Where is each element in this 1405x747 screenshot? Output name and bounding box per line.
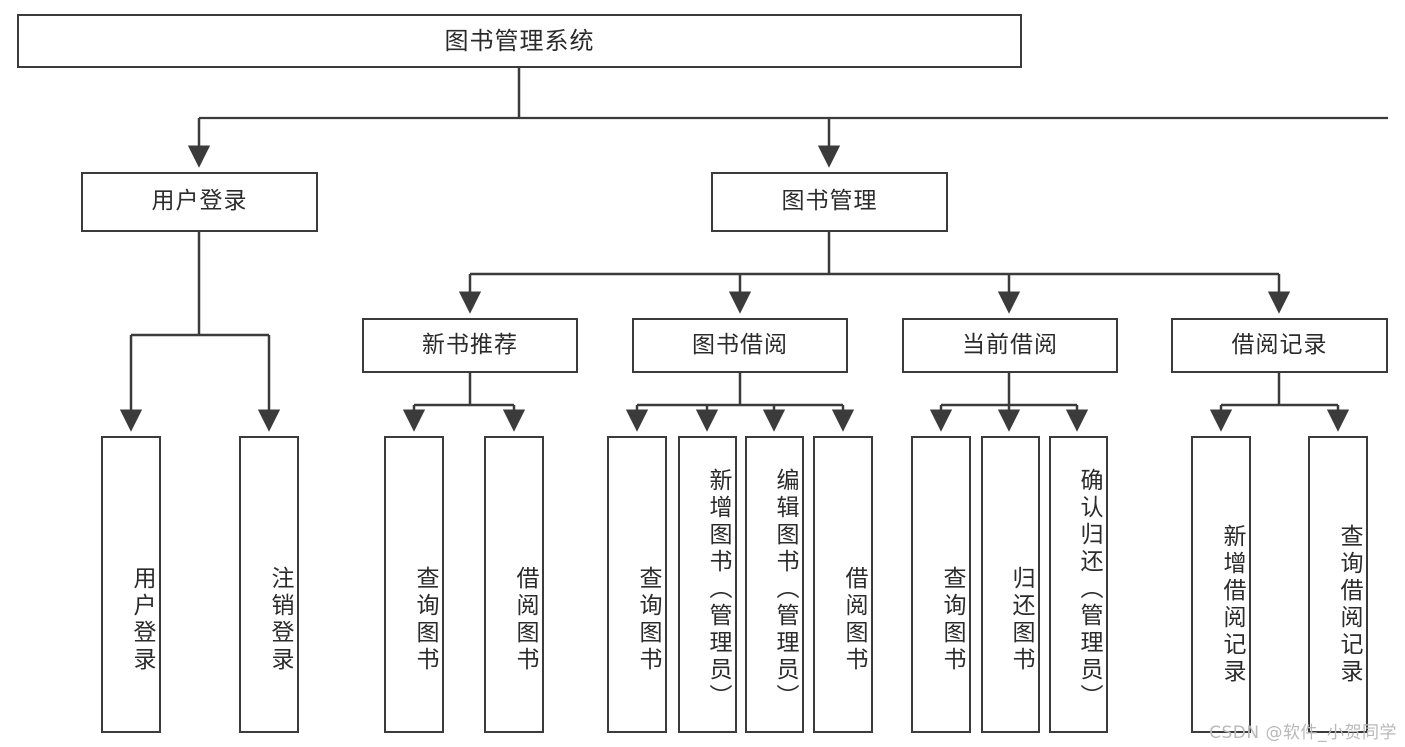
node-leaf-add-record[interactable]: 新增借阅记录 <box>1191 436 1251 733</box>
node-leaf-user-logout-label: 注销登录 <box>267 565 293 674</box>
node-leaf-borrow-book-2[interactable]: 借阅图书 <box>813 436 873 733</box>
node-leaf-confirm-return-label: 确认归还（管理员） <box>1076 468 1102 711</box>
node-book-borrow[interactable]: 图书借阅 <box>632 318 848 373</box>
csdn-watermark: CSDN @软件_小贺同学 <box>1209 723 1397 743</box>
node-leaf-add-book-label: 新增图书（管理员） <box>705 468 731 711</box>
node-leaf-borrow-book-1-label: 借阅图书 <box>512 565 538 674</box>
node-new-book-recommend[interactable]: 新书推荐 <box>362 318 578 373</box>
node-book-management-label: 图书管理 <box>781 188 878 215</box>
node-current-borrow[interactable]: 当前借阅 <box>902 318 1118 373</box>
node-leaf-add-record-label: 新增借阅记录 <box>1219 523 1245 686</box>
node-current-borrow-label: 当前借阅 <box>962 331 1058 358</box>
node-new-book-recommend-label: 新书推荐 <box>422 331 518 358</box>
node-leaf-query-record[interactable]: 查询借阅记录 <box>1308 436 1368 733</box>
node-leaf-return-book[interactable]: 归还图书 <box>981 436 1040 733</box>
node-user-login-label: 用户登录 <box>151 188 248 215</box>
node-book-management[interactable]: 图书管理 <box>711 172 948 232</box>
node-root-label: 图书管理系统 <box>444 26 595 55</box>
node-leaf-confirm-return[interactable]: 确认归还（管理员） <box>1049 436 1108 733</box>
node-leaf-query-book-2[interactable]: 查询图书 <box>607 436 667 733</box>
node-borrow-record[interactable]: 借阅记录 <box>1171 318 1388 373</box>
node-leaf-query-record-label: 查询借阅记录 <box>1336 523 1362 686</box>
node-leaf-query-book-3[interactable]: 查询图书 <box>911 436 971 733</box>
node-leaf-borrow-book-1[interactable]: 借阅图书 <box>484 436 544 733</box>
node-leaf-user-login[interactable]: 用户登录 <box>101 436 161 733</box>
node-leaf-query-book-3-label: 查询图书 <box>939 565 965 674</box>
node-leaf-return-book-label: 归还图书 <box>1008 565 1034 674</box>
node-leaf-user-login-label: 用户登录 <box>129 565 155 674</box>
node-borrow-record-label: 借阅记录 <box>1231 331 1328 358</box>
node-user-login[interactable]: 用户登录 <box>81 172 318 232</box>
node-book-borrow-label: 图书借阅 <box>692 331 788 358</box>
node-leaf-borrow-book-2-label: 借阅图书 <box>841 565 867 674</box>
node-leaf-edit-book[interactable]: 编辑图书（管理员） <box>745 436 804 733</box>
node-leaf-edit-book-label: 编辑图书（管理员） <box>772 468 798 711</box>
node-leaf-query-book-1[interactable]: 查询图书 <box>384 436 444 733</box>
node-leaf-query-book-2-label: 查询图书 <box>635 565 661 674</box>
node-leaf-add-book[interactable]: 新增图书（管理员） <box>678 436 737 733</box>
node-leaf-user-logout[interactable]: 注销登录 <box>239 436 299 733</box>
node-leaf-query-book-1-label: 查询图书 <box>412 565 438 674</box>
node-root[interactable]: 图书管理系统 <box>17 14 1022 68</box>
